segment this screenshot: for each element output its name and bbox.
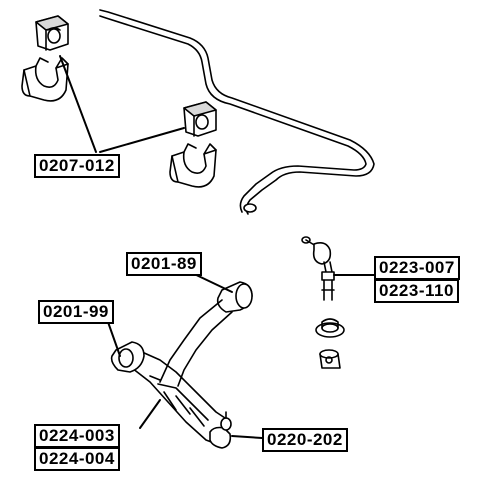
label-0201-99[interactable]: 0201-99 — [38, 300, 114, 324]
label-0224-003[interactable]: 0224-003 — [34, 424, 120, 448]
stabilizer-bracket-1 — [21, 57, 69, 102]
label-0224-004[interactable]: 0224-004 — [34, 447, 120, 471]
leader-line-0201-99 — [107, 321, 121, 357]
strut-bushing — [319, 349, 341, 369]
leader-line-0220-202 — [231, 435, 263, 439]
label-0207-012[interactable]: 0207-012 — [34, 154, 120, 178]
strut-mount — [315, 318, 345, 338]
label-0201-89[interactable]: 0201-89 — [126, 252, 202, 276]
leader-line-0224 — [139, 399, 161, 429]
stabilizer-bushing-2 — [183, 101, 217, 137]
label-0223-110[interactable]: 0223-110 — [374, 279, 459, 303]
leader-line-bushing — [59, 55, 185, 153]
stabilizer-bushing-1 — [35, 15, 69, 51]
lower-control-arm — [110, 281, 253, 449]
stabilizer-bar — [99, 9, 375, 215]
stabilizer-link — [301, 236, 335, 301]
label-0220-202[interactable]: 0220-202 — [262, 428, 348, 452]
stabilizer-bracket-2 — [169, 143, 217, 188]
label-0223-007[interactable]: 0223-007 — [374, 256, 460, 280]
